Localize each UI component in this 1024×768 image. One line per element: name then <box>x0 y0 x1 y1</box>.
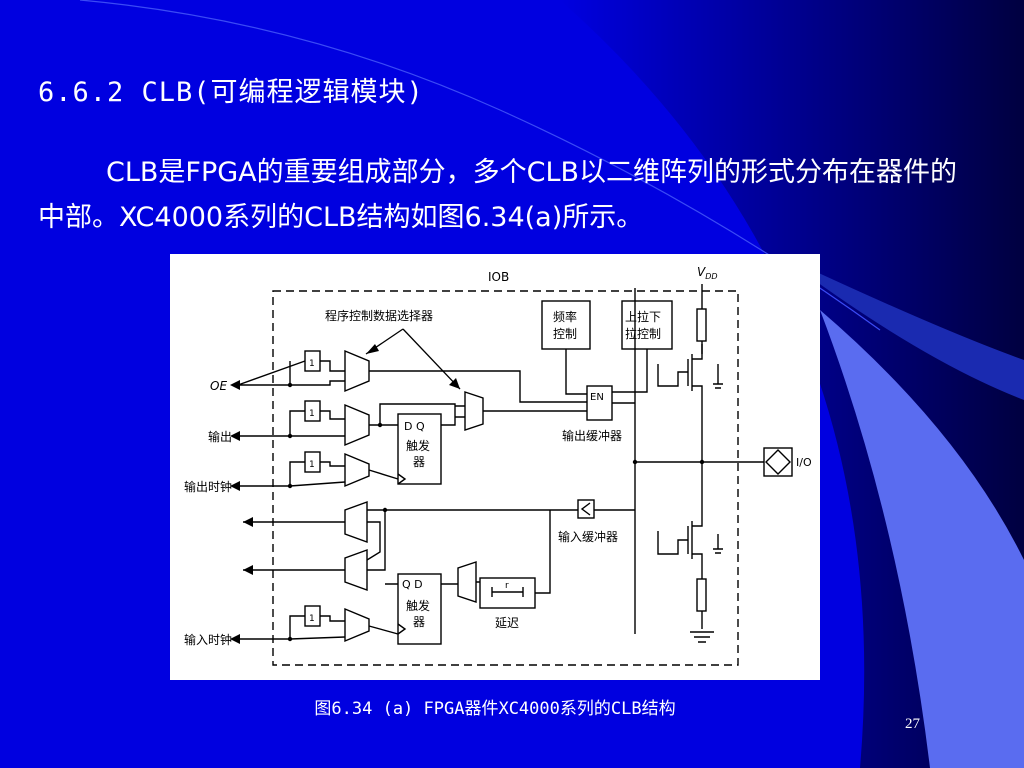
pull-control-line1: 上拉下 <box>625 309 661 324</box>
ff-in-text-1: 触发 <box>406 598 430 613</box>
output-flip-flop <box>397 413 442 485</box>
input-buffer <box>577 499 595 519</box>
ff-clock-mark-out <box>397 473 407 485</box>
mux-input-1 <box>344 501 368 543</box>
inverter-label-output-clock: 1 <box>309 460 315 470</box>
mux-input-2 <box>344 549 368 591</box>
freq-control-box <box>541 300 591 350</box>
ff-in-ports: Q D <box>402 578 423 591</box>
mux-output-clock <box>344 452 370 488</box>
mux-input-clock <box>344 607 370 643</box>
inverter-label-input-clock: 1 <box>309 614 315 624</box>
inverter-label-oe: 1 <box>309 359 315 369</box>
delay-symbol: r <box>505 581 509 591</box>
pull-control-box <box>621 300 673 350</box>
output-buffer-label: 输出缓冲器 <box>562 428 622 443</box>
output-label: 输出 <box>208 429 232 444</box>
input-clock-label: 输入时钟 <box>184 632 232 647</box>
page-number: 27 <box>905 716 920 732</box>
ff-out-ports: D Q <box>404 420 425 433</box>
mux-oe <box>344 349 370 393</box>
input-flip-flop <box>397 573 442 645</box>
vdd-label: VDD <box>697 265 718 281</box>
ff-out-text-1: 触发 <box>406 438 430 453</box>
ff-out-text-2: 器 <box>413 455 425 469</box>
iob-label: IOB <box>488 270 509 284</box>
io-pad <box>763 447 793 477</box>
delay-label: 延迟 <box>495 616 519 630</box>
freq-control-line1: 频率 <box>553 309 577 324</box>
iob-boundary <box>272 290 739 666</box>
figure-caption: 图6.34 (a) FPGA器件XC4000系列的CLB结构 <box>314 699 676 719</box>
en-label: EN <box>590 392 604 403</box>
input-buffer-label: 输入缓冲器 <box>558 529 618 544</box>
paragraph-text: CLB是FPGA的重要组成部分，多个CLB以二维阵列的形式分布在器件的中部。XC… <box>38 157 958 233</box>
freq-control-line2: 控制 <box>553 327 577 341</box>
pull-control-line2: 拉控制 <box>625 326 661 341</box>
ff-in-text-2: 器 <box>413 615 425 629</box>
output-clock-label: 输出时钟 <box>184 479 232 494</box>
mux-select-arrow-right <box>402 328 461 390</box>
io-label: I/O <box>796 456 812 469</box>
ff-clock-mark-in <box>397 623 407 635</box>
mux-input-delay <box>457 561 477 603</box>
slide-paragraph: CLB是FPGA的重要组成部分，多个CLB以二维阵列的形式分布在器件的中部。XC… <box>38 150 978 240</box>
clb-diagram: IOB VDD 程序控制数据选择器 频率 控制 上拉下 拉控制 EN 输出缓冲器… <box>170 254 820 680</box>
clb-diagram-svg: IOB VDD 程序控制数据选择器 频率 控制 上拉下 拉控制 EN 输出缓冲器… <box>184 265 812 666</box>
inverter-label-output: 1 <box>309 409 315 419</box>
pulldown-resistor <box>696 578 707 612</box>
mux-output <box>344 403 370 447</box>
mux-select-label: 程序控制数据选择器 <box>325 308 433 323</box>
mux-output-select <box>464 391 484 431</box>
slide-title: 6.6.2 CLB(可编程逻辑模块) <box>38 77 424 108</box>
pullup-resistor <box>696 308 707 342</box>
oe-label: OE <box>210 379 227 393</box>
